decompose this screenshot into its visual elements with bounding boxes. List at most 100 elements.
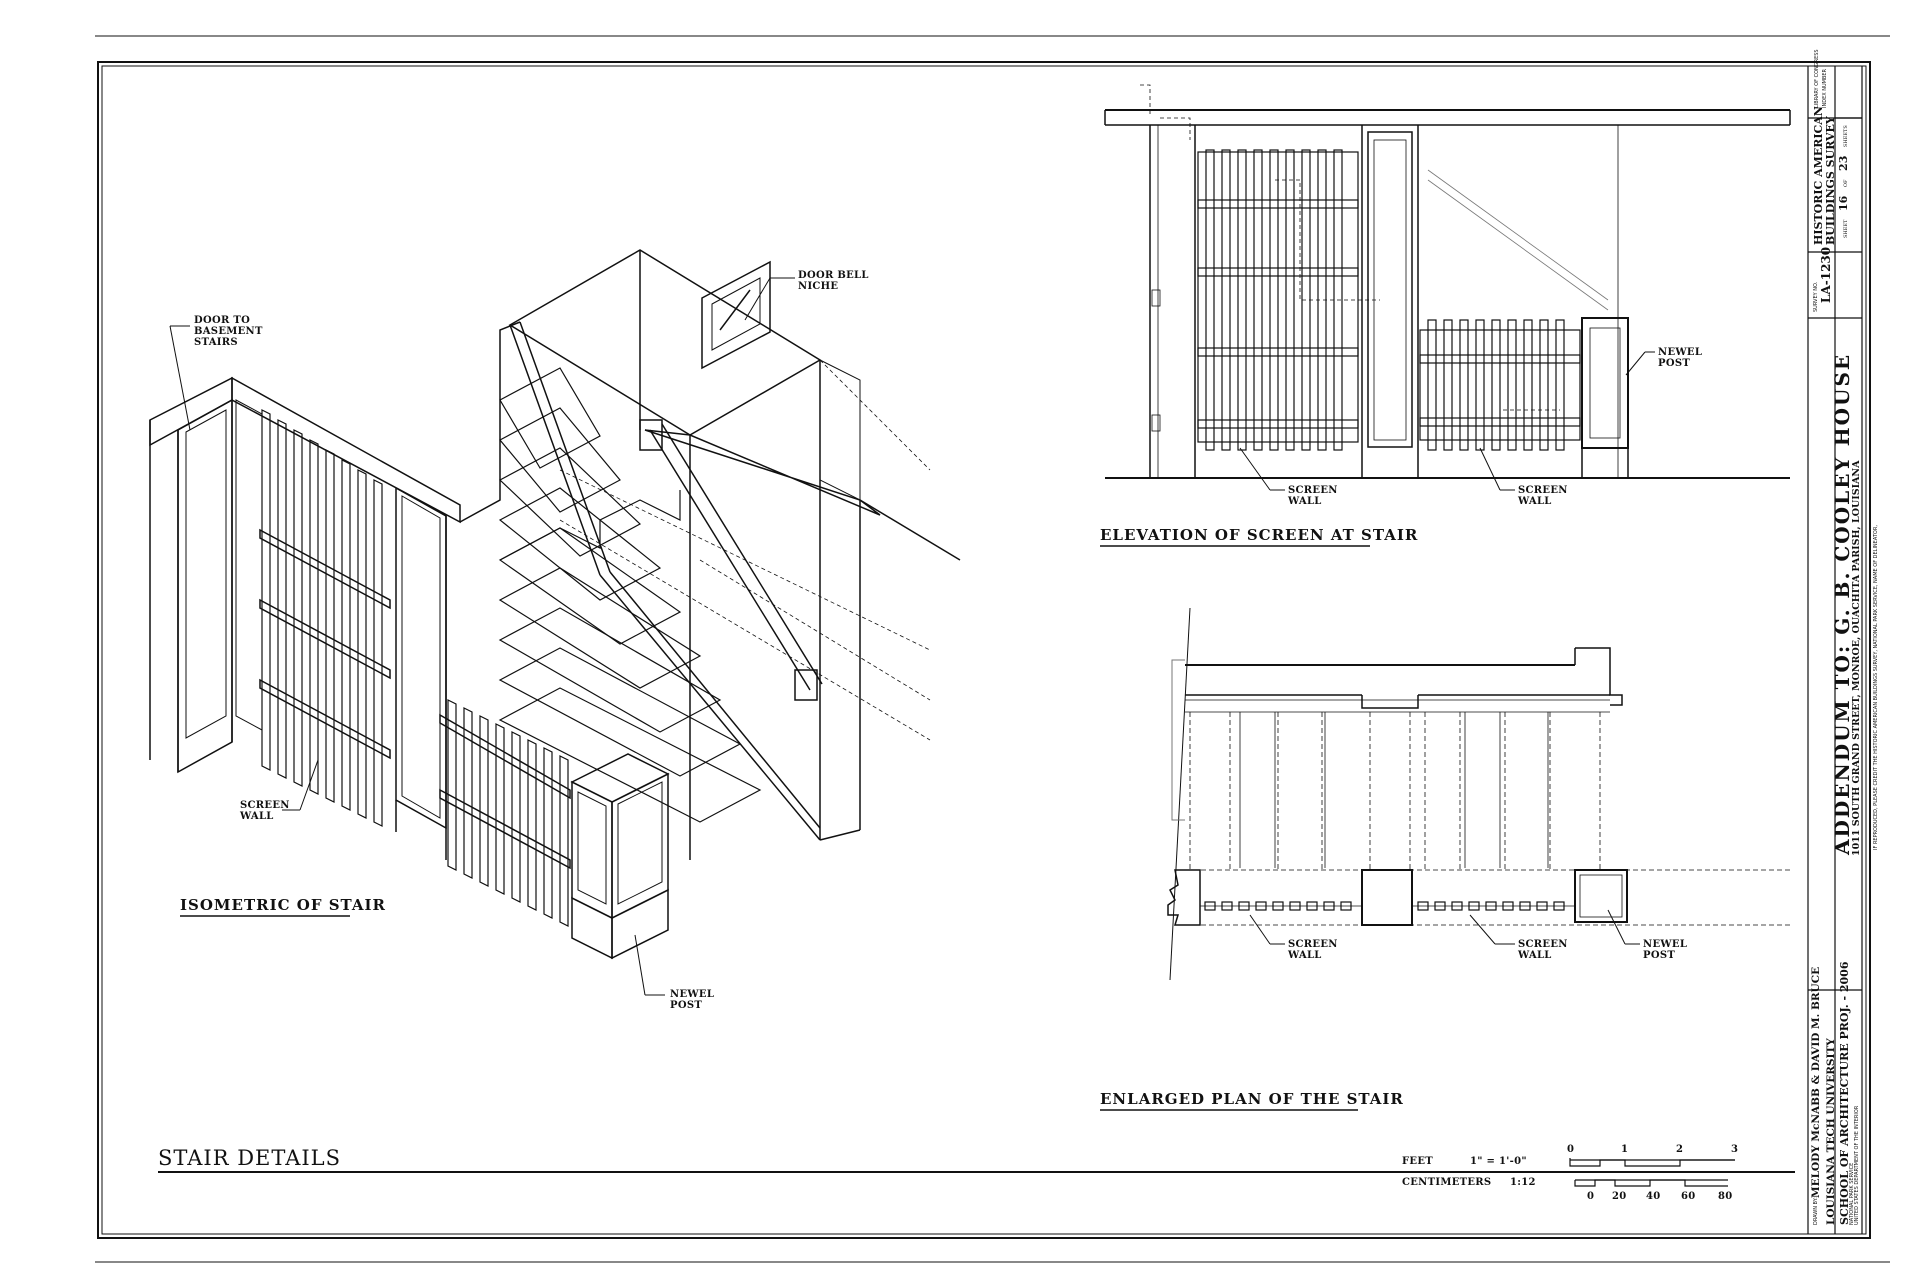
- svg-text:HISTORIC AMERICAN: HISTORIC AMERICAN: [1812, 106, 1825, 245]
- scale-cm-ratio: 1:12: [1510, 1177, 1536, 1188]
- svg-text:STAIRS: STAIRS: [194, 337, 238, 348]
- svg-text:20: 20: [1612, 1191, 1627, 1202]
- cm-tick-40: 40: [1646, 1191, 1661, 1202]
- svg-text:SCREEN: SCREEN: [1518, 939, 1568, 950]
- door-basement-line3: STAIRS: [194, 337, 238, 348]
- label-door-to-basement: DOOR TO BASEMENT STAIRS: [169, 315, 263, 431]
- svg-text:ADDENDUM TO: G. B. COOLEY HOUS: ADDENDUM TO: G. B. COOLEY HOUSE: [1830, 353, 1854, 856]
- sheets-word: SHEETS: [1843, 125, 1849, 147]
- sheet-word: SHEET: [1843, 219, 1849, 238]
- elev-screen2-line2: WALL: [1517, 496, 1552, 507]
- scale-block: FEET 1" = 1'-0" CENTIMETERS 1:12 0 1 2 3…: [1402, 1144, 1738, 1202]
- title-block: LIBRARY OF CONGRESS INDEX NUMBER HISTORI…: [1807, 49, 1879, 1234]
- feet-tick-3: 3: [1731, 1144, 1738, 1155]
- sheet-title: STAIR DETAILS: [158, 1146, 341, 1170]
- svg-text:SCREEN: SCREEN: [1288, 939, 1338, 950]
- outer-border: [97, 61, 1871, 1239]
- svg-text:WALL: WALL: [1287, 950, 1322, 961]
- scale-feet-label: FEET: [1402, 1156, 1433, 1167]
- svg-text:40: 40: [1646, 1191, 1661, 1202]
- door-bell-line2: NICHE: [798, 281, 838, 292]
- svg-text:SURVEY NO.: SURVEY NO.: [1813, 281, 1819, 312]
- svg-text:60: 60: [1681, 1191, 1696, 1202]
- isometric-title: ISOMETRIC OF STAIR: [180, 896, 386, 914]
- iso-newel-line1: NEWEL: [670, 989, 714, 1000]
- svg-text:MELODY McNABB & DAVID M. BRUCE: MELODY McNABB & DAVID M. BRUCE: [1810, 967, 1822, 1198]
- elev-newel-line2: POST: [1658, 358, 1690, 369]
- svg-text:BASEMENT: BASEMENT: [194, 326, 263, 337]
- svg-text:LA-1230: LA-1230: [1819, 247, 1833, 303]
- of-word: OF: [1843, 179, 1849, 187]
- label-plan-newel-post: NEWEL POST: [1607, 909, 1687, 961]
- doi-line: UNITED STATES DEPARTMENT OF THE INTERIOR: [1854, 1105, 1860, 1225]
- svg-text:SCREEN: SCREEN: [240, 800, 290, 811]
- reproduction-note: IF REPRODUCED, PLEASE CREDIT THE HISTORI…: [1873, 525, 1879, 850]
- elev-screen1-line1: SCREEN: [1288, 485, 1338, 496]
- label-elev-screen-wall-2: SCREEN WALL: [1479, 447, 1568, 507]
- svg-text:0: 0: [1567, 1144, 1574, 1155]
- svg-text:WALL: WALL: [1287, 496, 1322, 507]
- label-door-bell-niche: DOOR BELL NICHE: [744, 270, 869, 321]
- svg-text:DRAWN BY:: DRAWN BY:: [1813, 1197, 1819, 1225]
- plan-drawing: [1167, 607, 1790, 981]
- feet-tick-2: 2: [1676, 1144, 1683, 1155]
- survey-no: LA-1230: [1819, 247, 1833, 303]
- door-basement-line1: DOOR TO: [194, 315, 250, 326]
- svg-text:DOOR TO: DOOR TO: [194, 315, 250, 326]
- plan-title: ENLARGED PLAN OF THE STAIR: [1100, 1090, 1404, 1108]
- svg-text:WALL: WALL: [239, 811, 274, 822]
- elevation-title: ELEVATION OF SCREEN AT STAIR: [1100, 526, 1418, 544]
- iso-newel-line2: POST: [670, 1000, 702, 1011]
- label-plan-screen-wall-2: SCREEN WALL: [1469, 914, 1568, 961]
- svg-text:WALL: WALL: [1517, 950, 1552, 961]
- svg-text:POST: POST: [1658, 358, 1690, 369]
- loc-line1: LIBRARY OF CONGRESS: [1814, 49, 1820, 108]
- isometric-drawing: [149, 249, 961, 960]
- plan-screen2-line1: SCREEN: [1518, 939, 1568, 950]
- project-address: 1011 SOUTH GRAND STREET, MONROE, OUACHIT…: [1851, 460, 1862, 856]
- inner-border: [101, 65, 1867, 1235]
- elev-screen1-line2: WALL: [1287, 496, 1322, 507]
- sheet-total: 23: [1837, 156, 1850, 171]
- scale-cm-label: CENTIMETERS: [1402, 1177, 1491, 1188]
- drawn-by: MELODY McNABB & DAVID M. BRUCE: [1810, 967, 1822, 1198]
- school-line1: LOUISIANA TECH UNIVERSITY: [1825, 1038, 1837, 1225]
- nps-line: NATIONAL PARK SERVICE: [1849, 1163, 1855, 1225]
- svg-text:3: 3: [1731, 1144, 1738, 1155]
- svg-text:NEWEL: NEWEL: [1658, 347, 1702, 358]
- iso-screen-line1: SCREEN: [240, 800, 290, 811]
- svg-text:IF REPRODUCED, PLEASE CREDIT T: IF REPRODUCED, PLEASE CREDIT THE HISTORI…: [1873, 525, 1879, 850]
- svg-text:2: 2: [1676, 1144, 1683, 1155]
- school-line2: SCHOOL OF ARCHITECTURE PROJ. - 2006: [1838, 961, 1851, 1225]
- svg-text:UNITED STATES DEPARTMENT OF TH: UNITED STATES DEPARTMENT OF THE INTERIOR: [1854, 1105, 1860, 1225]
- label-plan-screen-wall-1: SCREEN WALL: [1249, 914, 1338, 961]
- plan-newel-line2: POST: [1643, 950, 1675, 961]
- cm-tick-80: 80: [1718, 1191, 1733, 1202]
- svg-text:POST: POST: [1643, 950, 1675, 961]
- svg-text:SCREEN: SCREEN: [1288, 485, 1338, 496]
- plan-screen1-line2: WALL: [1287, 950, 1322, 961]
- svg-text:POST: POST: [670, 1000, 702, 1011]
- svg-text:WALL: WALL: [1517, 496, 1552, 507]
- elev-screen2-line1: SCREEN: [1518, 485, 1568, 496]
- feet-tick-0: 0: [1567, 1144, 1574, 1155]
- svg-text:BUILDINGS SURVEY: BUILDINGS SURVEY: [1824, 116, 1837, 245]
- svg-text:80: 80: [1718, 1191, 1733, 1202]
- door-bell-line1: DOOR BELL: [798, 270, 869, 281]
- label-iso-screen-wall: SCREEN WALL: [239, 759, 319, 822]
- habs-line2: BUILDINGS SURVEY: [1824, 116, 1837, 245]
- svg-text:LOUISIANA TECH UNIVERSITY: LOUISIANA TECH UNIVERSITY: [1825, 1038, 1837, 1225]
- loc-line2: INDEX NUMBER: [1822, 68, 1828, 108]
- svg-text:DOOR BELL: DOOR BELL: [798, 270, 869, 281]
- svg-text:CENTIMETERS: CENTIMETERS: [1402, 1177, 1491, 1188]
- svg-text:NEWEL: NEWEL: [670, 989, 714, 1000]
- svg-text:SHEET 16 OF: SHEET 16 OF 23 SHEETS: [1832, 125, 1851, 238]
- cm-tick-60: 60: [1681, 1191, 1696, 1202]
- feet-tick-1: 1: [1621, 1144, 1628, 1155]
- svg-text:1: 1: [1621, 1144, 1628, 1155]
- svg-text:NEWEL: NEWEL: [1643, 939, 1687, 950]
- project-title: ADDENDUM TO: G. B. COOLEY HOUSE: [1830, 353, 1854, 856]
- svg-text:NATIONAL PARK SERVICE: NATIONAL PARK SERVICE: [1849, 1163, 1855, 1225]
- svg-text:1:12: 1:12: [1510, 1177, 1536, 1188]
- svg-text:LIBRARY OF CONGRESS: LIBRARY OF CONGRESS: [1814, 49, 1820, 108]
